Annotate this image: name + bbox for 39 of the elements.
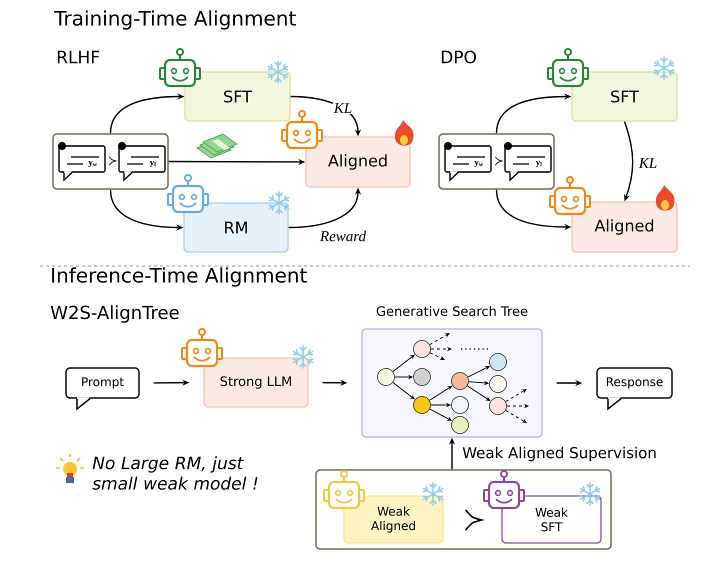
model-box: RM <box>183 202 289 253</box>
arrow <box>505 389 527 402</box>
response-label: y$_{l}$ <box>536 160 542 168</box>
model-box: Aligned <box>571 201 678 253</box>
response-label: y$_{w}$ <box>88 160 98 168</box>
speech-bubble: Prompt <box>65 367 140 411</box>
tree-node-circle <box>377 368 395 386</box>
panel-title: W2S-AlignTree <box>50 305 179 323</box>
arrow <box>429 333 450 346</box>
response-label: y$_{w}$ <box>474 160 484 168</box>
panel-title: DPO <box>442 50 476 64</box>
speech-bubble: Response <box>596 367 673 411</box>
arrow <box>429 386 452 401</box>
tree-node-circle <box>489 375 507 393</box>
model-box: Weak Aligned <box>343 495 444 544</box>
model-box: Aligned <box>305 136 411 188</box>
tree-node-circle <box>451 416 469 434</box>
edge-label: Reward <box>318 230 368 242</box>
edge-label: Weak Aligned Supervision <box>461 446 658 462</box>
tree-node-circle <box>489 353 507 371</box>
tree-node-circle <box>451 372 469 390</box>
model-box: Strong LLM <box>203 357 309 408</box>
arrow <box>505 410 527 423</box>
model-box: SFT <box>571 71 678 122</box>
response-label: y$_{l}$ <box>150 160 156 168</box>
preference-pair-box <box>438 133 555 190</box>
model-box: Weak SFT <box>501 495 602 544</box>
tree-node-circle <box>451 396 469 414</box>
tree-node-circle <box>489 397 507 415</box>
note-text: No Large RM, just small weak model ! <box>92 456 258 490</box>
edge-label: KL <box>638 157 658 169</box>
tree-node-circle <box>413 368 431 386</box>
tree-node-circle <box>413 396 431 414</box>
panel-title: RLHF <box>58 50 100 64</box>
edge-label: KL <box>332 102 354 114</box>
tree-node-circle <box>413 340 431 358</box>
preference-pair-box <box>52 133 169 190</box>
model-box: SFT <box>184 71 291 122</box>
section-title: Training-Time Alignment <box>54 10 296 30</box>
